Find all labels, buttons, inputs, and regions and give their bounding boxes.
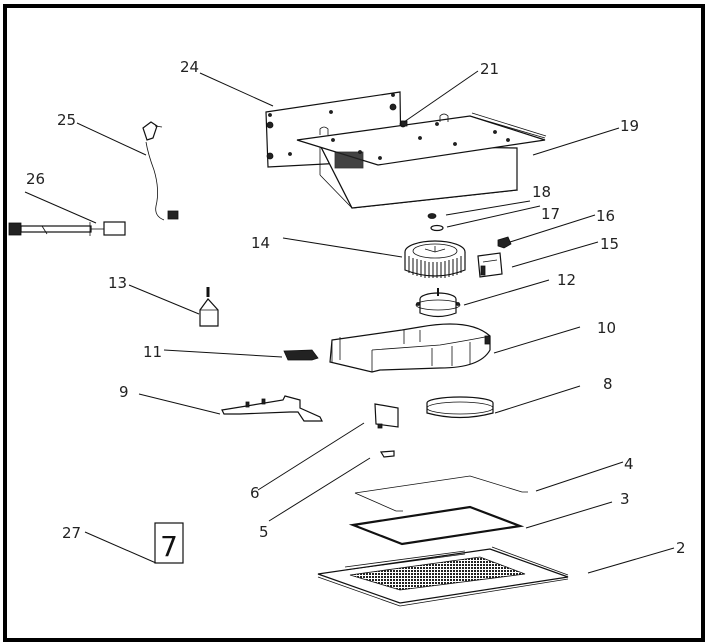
callout-15: 15 [600, 235, 619, 253]
leader-6 [257, 422, 365, 491]
leader-3 [525, 501, 613, 529]
part-16-clip [497, 236, 512, 249]
part-3-filter [348, 505, 525, 546]
callout-21: 21 [480, 60, 499, 78]
callout-27: 27 [62, 524, 81, 542]
leader-8 [494, 385, 581, 414]
callout-2: 2 [676, 539, 686, 557]
callout-24: 24 [180, 58, 199, 76]
part-12-motor [415, 288, 461, 318]
callout-12: 12 [557, 271, 576, 289]
part-8-light-disc [426, 396, 494, 419]
leader-14 [282, 237, 403, 258]
leader-5 [268, 457, 371, 522]
leader-lines [24, 70, 675, 574]
leader-16 [509, 214, 596, 243]
leader-13 [128, 284, 200, 315]
leader-17 [446, 205, 541, 228]
callout-18: 18 [532, 183, 551, 201]
leader-15 [511, 241, 599, 268]
part-5-clip [379, 450, 395, 458]
part-2-grille [317, 546, 569, 607]
callout-8: 8 [603, 375, 613, 393]
part-26-cable [8, 221, 126, 236]
callout-11: 11 [143, 343, 162, 361]
callout-labels: 24 21 19 25 26 18 17 16 15 14 12 13 10 1… [26, 58, 686, 557]
part-15-bracket [477, 252, 503, 278]
callout-16: 16 [596, 207, 615, 225]
part-4-gasket [354, 475, 528, 512]
part-21-nut [400, 120, 408, 127]
leader-27 [84, 531, 157, 564]
leader-2 [587, 547, 675, 574]
part-10-fan-housing [329, 323, 491, 373]
callout-19: 19 [620, 117, 639, 135]
part-17-washer [430, 224, 444, 232]
callout-10: 10 [597, 319, 616, 337]
callout-4: 4 [624, 455, 634, 473]
part-9-rail [221, 395, 323, 422]
callout-14: 14 [251, 234, 270, 252]
part-27-quantity-box: 7 [154, 522, 184, 564]
leader-4 [535, 461, 624, 492]
callout-5: 5 [259, 523, 269, 541]
leader-25 [76, 122, 147, 156]
callout-13: 13 [108, 274, 127, 292]
callout-9: 9 [119, 383, 129, 401]
part-25-power-cord [142, 121, 179, 221]
callout-17: 17 [541, 205, 560, 223]
part-19-main-housing [296, 112, 547, 209]
callout-25: 25 [57, 111, 76, 129]
leader-9 [138, 393, 221, 415]
part-18-nut [427, 213, 437, 219]
part-13-sensor [199, 287, 219, 327]
leader-21 [403, 70, 479, 123]
part-6-panel [374, 403, 399, 429]
quantity-value: 7 [160, 530, 178, 563]
leader-19 [532, 127, 620, 156]
diagram-border [3, 4, 705, 642]
leader-12 [463, 279, 550, 306]
leader-18 [445, 200, 531, 216]
callout-26: 26 [26, 170, 45, 188]
part-11-switch [283, 349, 319, 361]
leader-10 [493, 326, 581, 354]
callout-6: 6 [250, 484, 260, 502]
callout-3: 3 [620, 490, 630, 508]
leader-26 [24, 191, 97, 224]
leader-24 [199, 72, 274, 107]
part-14-blower-wheel [404, 240, 466, 278]
leader-11 [163, 349, 283, 358]
